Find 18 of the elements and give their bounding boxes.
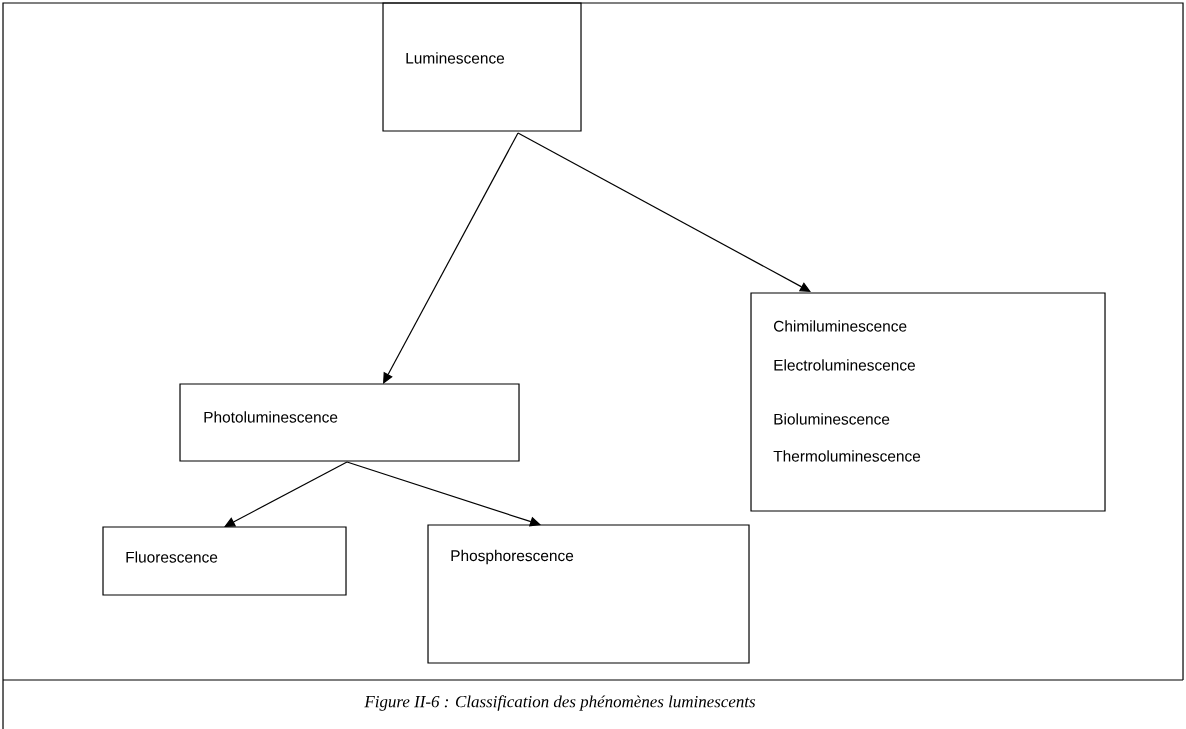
caption: Figure II-6 : Classification des phénomènes luminescents (364, 695, 756, 711)
box (750, 292, 1106, 512)
box-label: Luminescence (406, 52, 505, 64)
box-label: Thermoluminescence (773, 450, 921, 462)
box-label: Fluorescence (126, 551, 218, 563)
box-label: Electroluminescence (774, 359, 915, 371)
box-label: Bioluminescence (774, 413, 890, 425)
box (179, 383, 520, 462)
arrow (517, 132, 811, 292)
arrow (346, 461, 541, 527)
box-label: Chimiluminescence (774, 320, 907, 332)
box-label: Photoluminescence (204, 411, 338, 423)
arrow (224, 461, 348, 527)
box (382, 2, 582, 132)
box (427, 524, 750, 664)
box-label: Phosphorescence (451, 549, 574, 565)
arrow (383, 132, 519, 384)
box (102, 526, 347, 596)
